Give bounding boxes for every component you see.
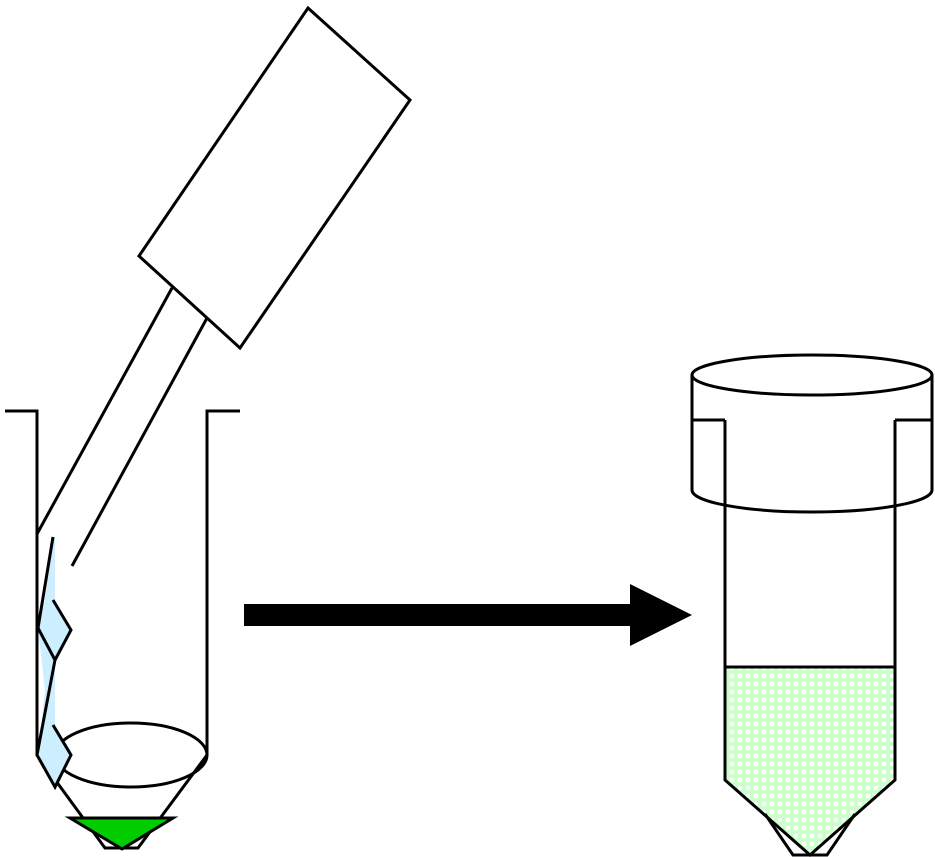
green-solution bbox=[725, 667, 895, 855]
centrifuge-tube-right bbox=[690, 353, 934, 857]
filter-strip bbox=[35, 536, 73, 791]
arrow-right-icon bbox=[244, 584, 692, 646]
green-pellet bbox=[64, 816, 179, 851]
pipette bbox=[35, 5, 412, 567]
tube-cap bbox=[690, 353, 934, 514]
tube-rim-ellipse bbox=[53, 721, 209, 789]
